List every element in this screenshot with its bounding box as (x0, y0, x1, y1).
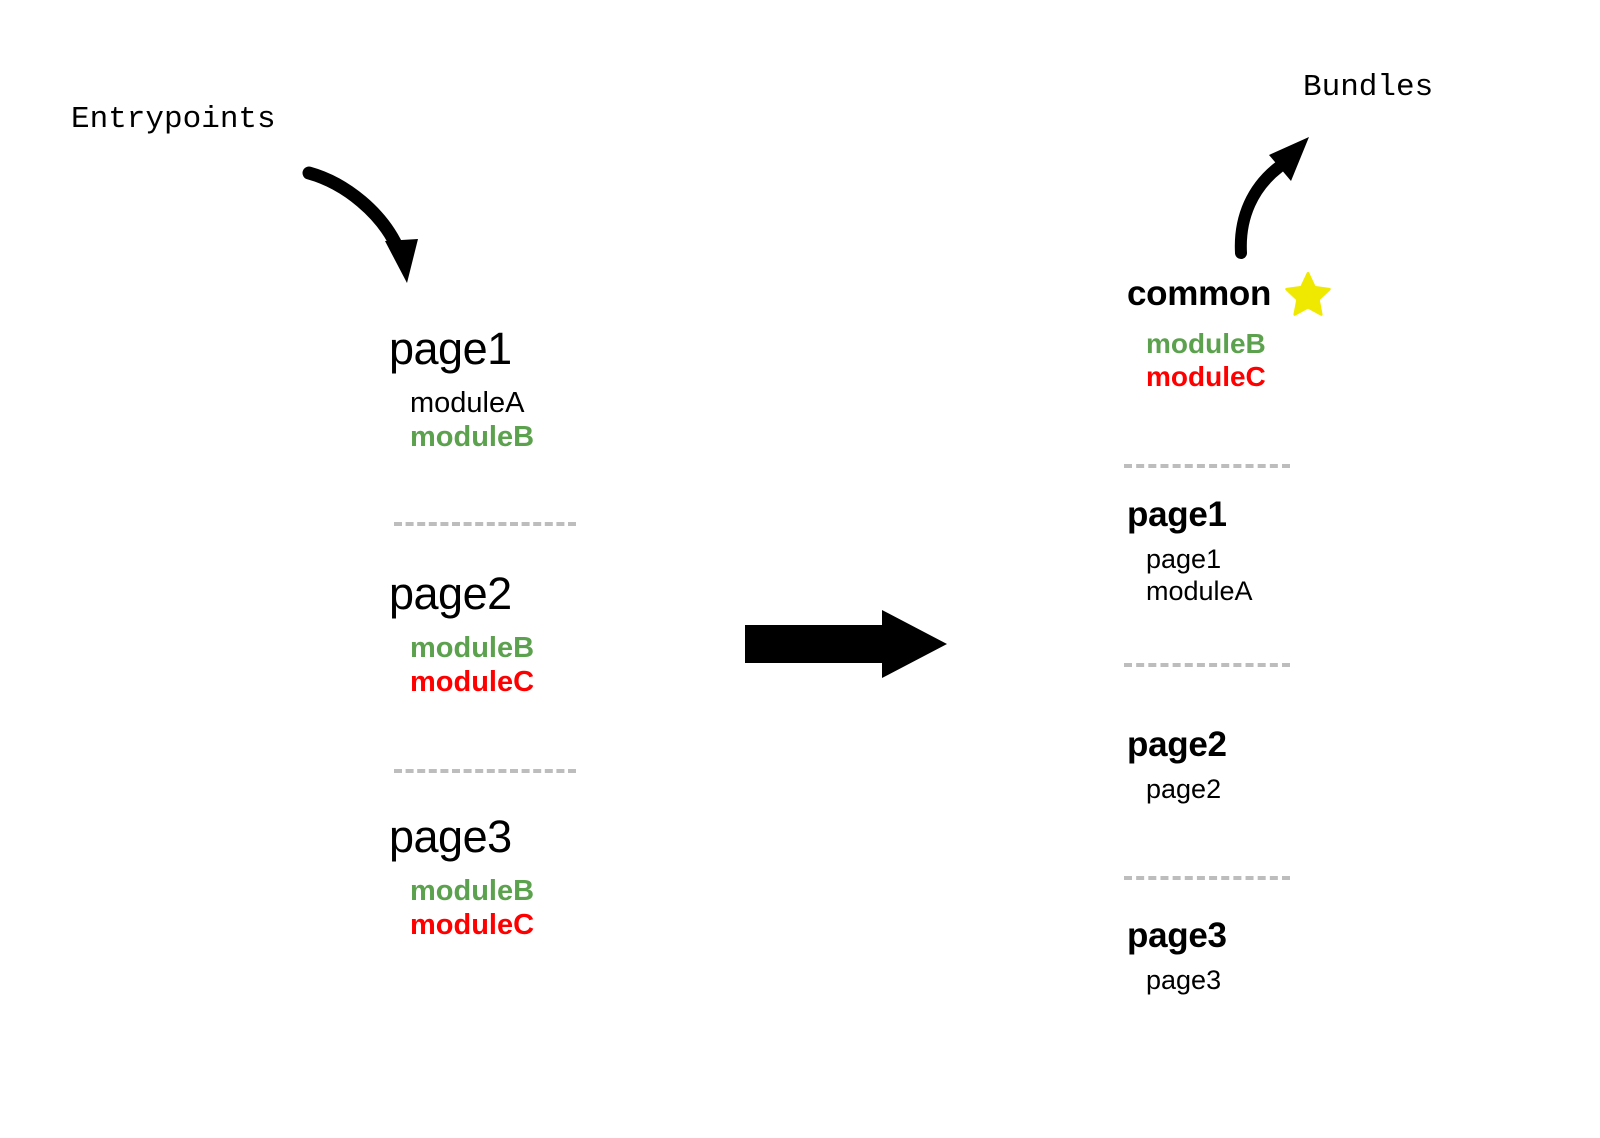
module-item: moduleC (1146, 361, 1266, 393)
module-item: moduleB (1146, 328, 1266, 359)
entrypoint-group-page1[interactable]: page1 moduleA moduleB (380, 325, 800, 455)
entrypoint-group-items: moduleB moduleC (380, 874, 800, 942)
curved-arrow-down-right-icon (302, 166, 418, 283)
bundle-group-title-row: page2 (1118, 725, 1538, 764)
bundle-group-items: page3 (1118, 965, 1538, 997)
group-separator (394, 769, 576, 773)
bundle-group-title-row: page3 (1118, 916, 1538, 955)
entrypoints-column: page1 moduleA moduleB page2 moduleB modu… (380, 0, 800, 1138)
star-icon (1285, 271, 1331, 316)
entrypoint-group-page2[interactable]: page2 moduleB moduleC (380, 570, 800, 700)
entrypoint-group-page3[interactable]: page3 moduleB moduleC (380, 813, 800, 943)
entrypoint-group-title: page2 (389, 568, 512, 619)
entrypoints-caption: Entrypoints (71, 102, 276, 137)
module-item: moduleB (410, 421, 535, 454)
module-item: page1 (1146, 543, 1222, 574)
bundle-group-items: moduleB moduleC (1118, 327, 1538, 393)
bundle-group-title: common (1127, 273, 1272, 313)
module-item: page3 (1146, 964, 1222, 995)
entrypoint-group-title: page3 (389, 811, 512, 862)
group-separator (1124, 663, 1290, 667)
entrypoint-group-items: moduleA moduleB (380, 386, 800, 454)
group-separator (394, 522, 576, 526)
bundle-group-items: page2 (1118, 774, 1538, 806)
bundle-group-items: page1 moduleA (1118, 544, 1538, 608)
group-separator (1124, 876, 1290, 880)
module-item: page2 (1146, 773, 1222, 804)
module-item: moduleA (410, 387, 525, 420)
bundle-group-title: page1 (1127, 495, 1227, 534)
bundle-group-title-row: page1 (1118, 495, 1538, 534)
module-item: moduleA (1146, 575, 1253, 606)
bundle-group-page3[interactable]: page3 page3 (1118, 916, 1538, 997)
bundle-group-page2[interactable]: page2 page2 (1118, 725, 1538, 806)
bundle-group-page1[interactable]: page1 page1 moduleA (1118, 495, 1538, 608)
bundle-group-title-row: common (1118, 271, 1538, 317)
module-item: moduleC (410, 666, 535, 699)
module-item: moduleC (410, 909, 535, 942)
curved-arrow-up-right-icon (1234, 137, 1309, 259)
entrypoint-group-items: moduleB moduleC (380, 631, 800, 699)
right-arrow-icon (745, 610, 947, 678)
module-item: moduleB (410, 875, 535, 908)
bundle-group-title: page2 (1127, 725, 1227, 764)
bundle-group-common[interactable]: common moduleB moduleC (1118, 271, 1538, 393)
bundles-column: common moduleB moduleC page1 page1 modul… (1118, 0, 1538, 1138)
group-separator (1124, 464, 1290, 468)
entrypoint-group-title: page1 (389, 323, 512, 374)
bundle-group-title: page3 (1127, 916, 1227, 955)
bundles-caption: Bundles (1303, 70, 1434, 105)
module-item: moduleB (410, 632, 535, 665)
